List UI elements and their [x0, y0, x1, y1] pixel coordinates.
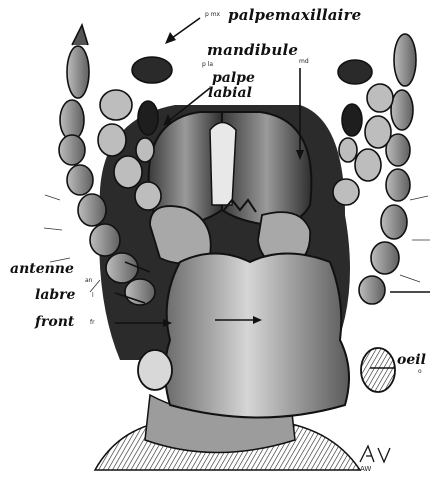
oeil-abbr: o	[418, 369, 422, 375]
front-abbr: fr	[90, 320, 95, 326]
labre-abbr: l	[92, 293, 94, 299]
palpe-maxillaire-label: palpemaxillaire	[228, 8, 361, 23]
mandibule-label: mandibule	[207, 43, 298, 58]
signature-mark	[360, 446, 390, 462]
palp-maxillary-right	[333, 60, 393, 205]
palpe-labial-label-line2: labial	[208, 86, 252, 100]
palpe-maxillaire-abbr: p mx	[205, 12, 220, 18]
front-label: front	[35, 315, 74, 329]
labre-label: labre	[35, 288, 75, 302]
eye-right	[361, 348, 395, 392]
front-plate	[165, 254, 349, 418]
palpe-labial-label-line1: palpe	[212, 71, 255, 85]
mandibule-abbr: md	[299, 59, 309, 65]
antenne-abbr: an	[85, 278, 92, 284]
eye-left	[138, 350, 172, 390]
antenne-label: antenne	[10, 262, 74, 276]
oeil-label: oeil	[397, 353, 426, 367]
signature: AW	[360, 466, 371, 473]
palpe-labial-abbr: p la	[202, 62, 213, 68]
